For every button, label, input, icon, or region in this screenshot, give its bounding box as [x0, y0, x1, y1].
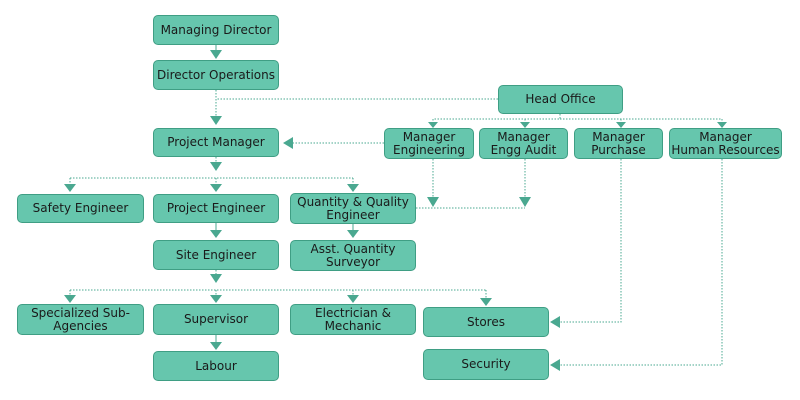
node-supervisor[interactable]: Supervisor [153, 304, 279, 335]
arrowhead [717, 122, 727, 128]
arrowhead [210, 342, 222, 350]
arrowhead [210, 116, 222, 125]
node-director-operations[interactable]: Director Operations [153, 60, 279, 90]
arrowhead [210, 184, 222, 192]
arrowhead [480, 298, 492, 306]
arrowhead [550, 316, 560, 328]
node-manager-human-resources[interactable]: Manager Human Resources [669, 128, 782, 159]
arrowhead [283, 137, 293, 149]
node-manager-engineering[interactable]: Manager Engineering [384, 128, 474, 159]
edge-mhr-security [558, 159, 723, 366]
arrowhead [64, 184, 76, 192]
arrowhead [210, 295, 222, 303]
node-labour[interactable]: Labour [153, 351, 279, 381]
node-manager-purchase[interactable]: Manager Purchase [574, 128, 663, 159]
arrowhead [347, 230, 359, 238]
node-quantity-quality-engineer[interactable]: Quantity & Quality Engineer [290, 193, 416, 224]
node-project-manager[interactable]: Project Manager [153, 128, 279, 157]
node-asst-quantity-surveyor[interactable]: Asst. Quantity Surveyor [290, 240, 416, 271]
node-safety-engineer[interactable]: Safety Engineer [17, 194, 144, 223]
arrowhead [520, 122, 530, 128]
node-head-office[interactable]: Head Office [498, 85, 623, 114]
edge-mp-stores [558, 159, 622, 323]
arrowhead [428, 122, 438, 128]
arrowhead [550, 359, 560, 371]
arrowhead [210, 50, 222, 59]
edge-ho-do-branch [215, 98, 498, 117]
edge-ho-managers-bus [433, 114, 561, 120]
node-project-engineer[interactable]: Project Engineer [153, 194, 279, 223]
arrowhead [64, 295, 76, 303]
node-specialized-sub-agencies[interactable]: Specialized Sub-Agencies [17, 304, 144, 335]
arrowhead [210, 274, 222, 283]
arrowhead [347, 184, 359, 192]
node-electrician-mechanic[interactable]: Electrician & Mechanic [290, 304, 416, 335]
node-site-engineer[interactable]: Site Engineer [153, 240, 279, 270]
arrowhead [210, 162, 222, 171]
arrowhead [210, 230, 222, 238]
node-managing-director[interactable]: Managing Director [153, 15, 279, 45]
arrowhead [427, 197, 439, 207]
arrowhead [519, 197, 531, 207]
node-manager-engg-audit[interactable]: Manager Engg Audit [479, 128, 568, 159]
arrowhead [616, 122, 626, 128]
node-security[interactable]: Security [423, 349, 549, 380]
node-stores[interactable]: Stores [423, 307, 549, 337]
arrowhead [347, 295, 359, 303]
